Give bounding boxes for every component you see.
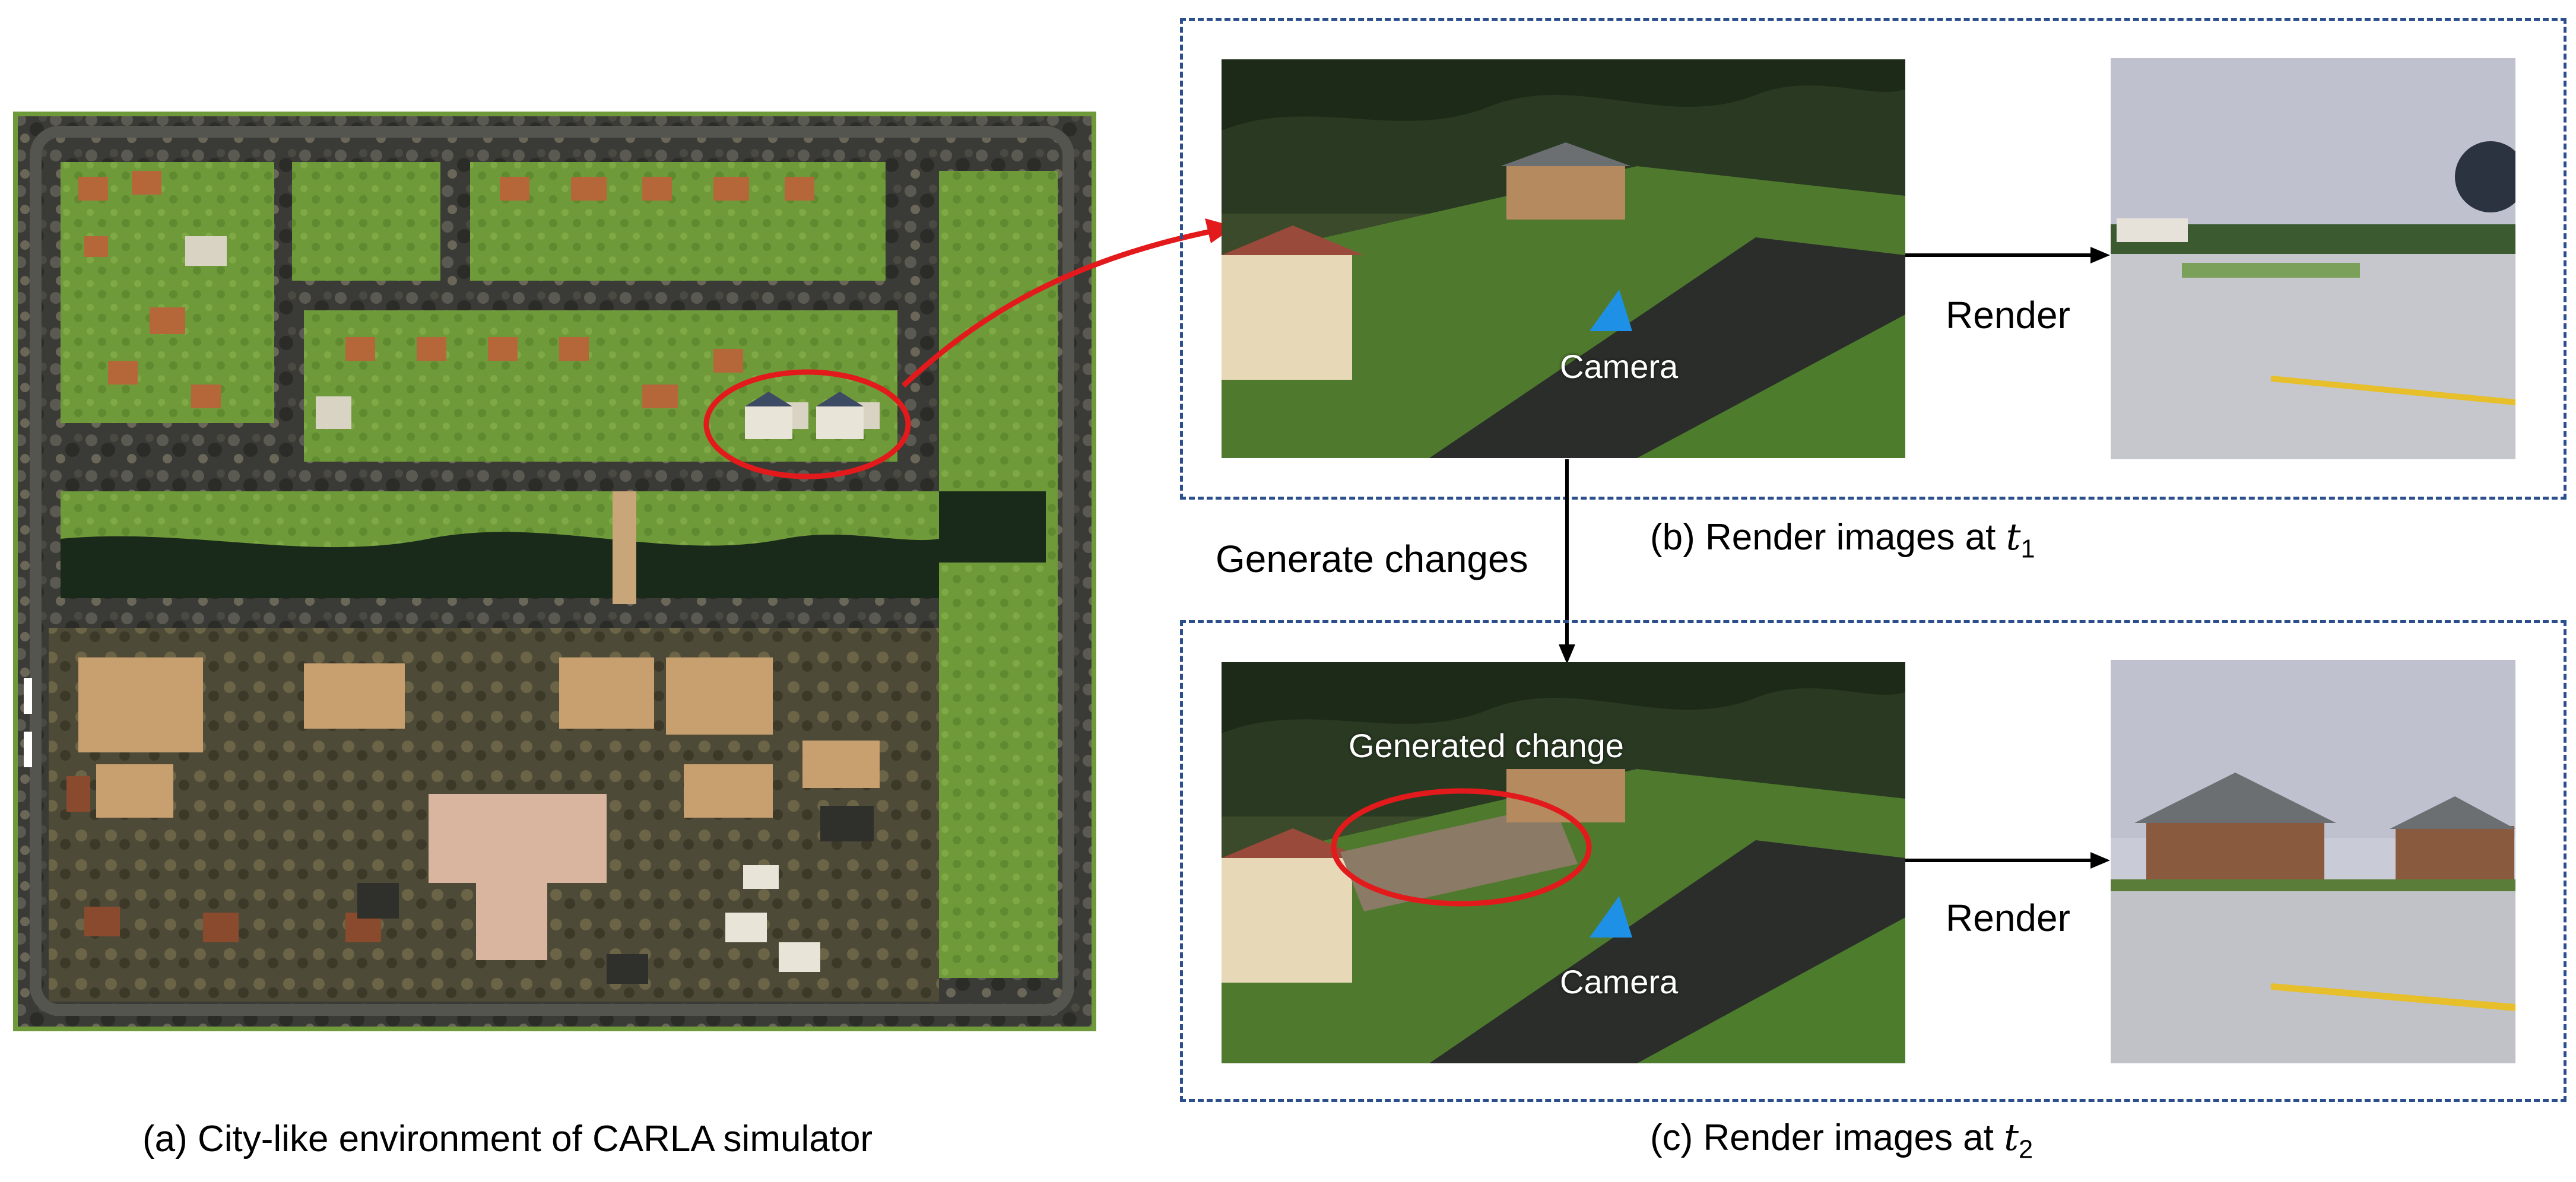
generated-change-ellipse — [1331, 788, 1592, 907]
caption-b-text: (b) Render images at — [1650, 517, 2006, 558]
scene-image-t2 — [1222, 662, 1905, 1063]
camera-label-top: Camera — [1560, 348, 1679, 385]
panel-c-box — [1180, 620, 2567, 1102]
scene-image-t1 — [1222, 59, 1905, 458]
rendered-image-t1 — [2111, 58, 2515, 459]
caption-c-text: (c) Render images at — [1650, 1117, 2004, 1158]
render-arrow-bottom — [1905, 852, 2110, 869]
caption-c-sub: 2 — [2019, 1135, 2033, 1164]
map-highlight-ellipse — [703, 369, 911, 479]
panel-b-box — [1180, 18, 2567, 500]
caption-b: (b) Render images at t1 — [1650, 515, 2035, 564]
render-arrow-top — [1905, 247, 2110, 263]
generated-change-label: Generated change — [1349, 727, 1624, 764]
camera-label-bottom: Camera — [1560, 963, 1679, 1000]
rendered-image-t2 — [2111, 660, 2515, 1063]
caption-c: (c) Render images at t2 — [1650, 1116, 2033, 1164]
camera-icon-top — [1590, 290, 1632, 331]
render-label-bottom: Render — [1946, 897, 2070, 939]
caption-b-sub: 1 — [2020, 535, 2035, 564]
render-label-top: Render — [1946, 294, 2070, 336]
camera-icon-bottom — [1590, 896, 1632, 938]
generate-changes-label: Generate changes — [1216, 538, 1528, 580]
caption-c-var: t — [2004, 1116, 2019, 1159]
generate-changes-arrow — [1559, 459, 1575, 664]
caption-b-var: t — [2006, 515, 2021, 558]
caption-a: (a) City-like environment of CARLA simul… — [142, 1119, 873, 1159]
aerial-map-image — [13, 112, 1096, 1031]
aerial-map — [13, 112, 1096, 1031]
